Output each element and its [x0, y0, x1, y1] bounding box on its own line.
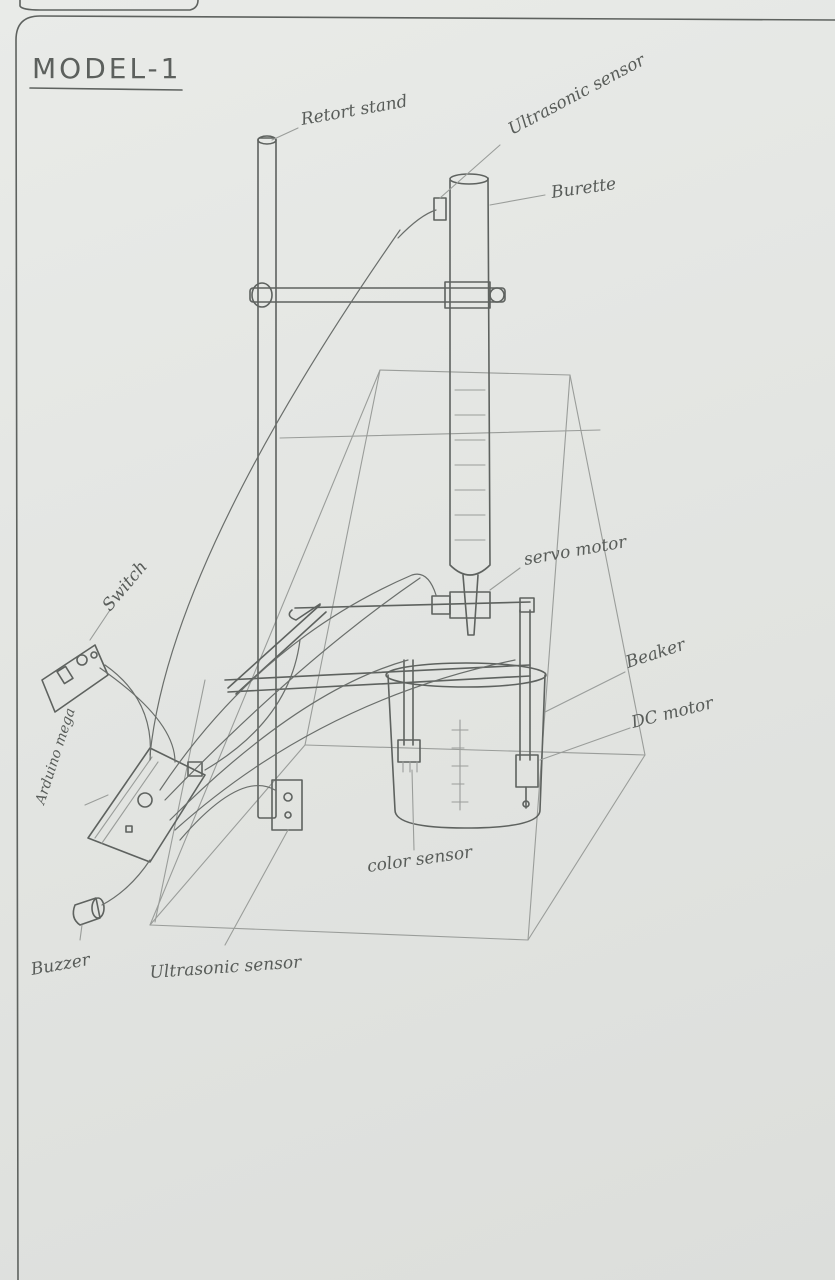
label-ultrasonic-bottom: Ultrasonic sensor [149, 952, 303, 983]
lower-rod [225, 665, 530, 692]
label-burette: Burette [549, 174, 617, 203]
top-box-outline [20, 0, 198, 10]
beaker [386, 663, 546, 828]
page-border [16, 16, 835, 1280]
switch [42, 645, 108, 712]
dc-motor [516, 610, 538, 808]
color-sensor [398, 660, 420, 772]
label-ultrasonic-top: Ultrasonic sensor [505, 50, 649, 139]
wiring [100, 210, 515, 905]
label-retort-stand: Retort stand [298, 91, 409, 130]
label-servo-motor: servo motor [522, 532, 628, 570]
arduino-board [88, 748, 205, 862]
title-underline [30, 88, 182, 90]
label-buzzer: Buzzer [28, 950, 92, 980]
servo-motor [289, 592, 534, 620]
label-dc-motor: DC motor [628, 693, 716, 733]
burette [434, 174, 490, 635]
label-beaker: Beaker [622, 635, 688, 674]
label-switch: Switch [99, 557, 152, 615]
retort-stand [258, 136, 302, 830]
diagram-title: MODEL-1 [32, 52, 181, 85]
burette-clamp [250, 282, 505, 308]
buzzer [73, 898, 104, 925]
label-color-sensor: color sensor [366, 842, 474, 877]
label-arduino: Arduino mega [32, 706, 79, 808]
leader-lines [80, 128, 630, 945]
